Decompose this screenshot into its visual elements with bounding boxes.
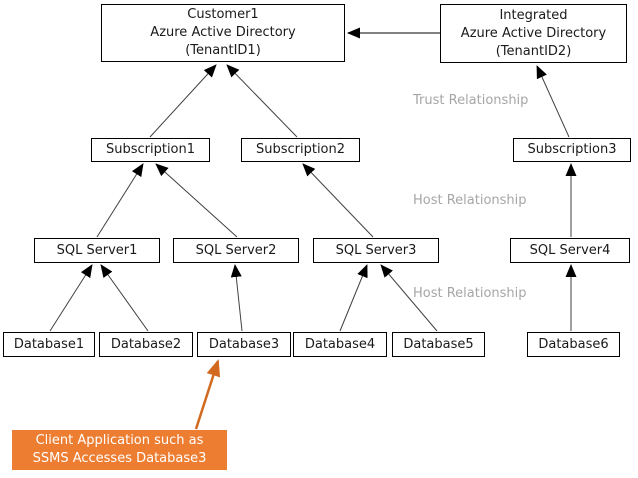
node-label-line: Integrated [499, 7, 568, 23]
node-database4: Database4 [293, 332, 387, 357]
callout-client-application: Client Application such as SSMS Accesses… [12, 430, 227, 470]
connector-database5-to-sqlserver3 [380, 264, 438, 332]
node-customer1-azure-active-directory: Customer1 Azure Active Directory (Tenant… [101, 4, 345, 62]
node-label: Database5 [403, 336, 474, 352]
node-database2: Database2 [99, 332, 193, 357]
connector-sqlserver1-to-subscription1 [96, 163, 144, 238]
node-label-line: Azure Active Directory [150, 25, 296, 40]
connector-subscription1-to-aad1 [149, 64, 217, 138]
connector-subscription2-to-aad1 [226, 64, 298, 138]
node-label: SQL Server3 [335, 242, 417, 258]
node-subscription1: Subscription1 [91, 138, 210, 162]
node-label: SQL Server2 [195, 242, 277, 258]
node-sql-server2: SQL Server2 [173, 238, 299, 263]
node-label-line: (TenantID2) [495, 43, 572, 59]
node-database5: Database5 [392, 332, 485, 357]
node-label: Subscription2 [255, 142, 346, 157]
callout-line: SSMS Accesses Database3 [32, 451, 207, 466]
node-integrated-azure-active-directory: Integrated Azure Active Directory (Tenan… [440, 4, 627, 63]
node-sql-server4: SQL Server4 [510, 238, 630, 263]
connector-sqlserver3-to-subscription2 [302, 163, 374, 238]
node-label-line: Azure Active Directory [460, 25, 607, 41]
connector-database1-to-sqlserver1 [49, 264, 93, 332]
connector-database3-to-sqlserver2 [230, 264, 243, 332]
node-sql-server3: SQL Server3 [313, 238, 439, 263]
node-label: Subscription3 [527, 142, 617, 157]
edge-label-trust-relationship: Trust Relationship [413, 93, 529, 108]
node-sql-server1: SQL Server1 [34, 238, 160, 263]
node-label-line: Customer1 [187, 7, 259, 22]
node-label: Database1 [13, 336, 85, 352]
node-database6: Database6 [527, 332, 620, 357]
connector-sqlserver2-to-subscription1 [155, 163, 238, 238]
node-label: Subscription1 [105, 142, 196, 157]
node-label: SQL Server4 [529, 242, 611, 258]
edge-label-host-relationship-upper: Host Relationship [413, 193, 527, 208]
node-database3: Database3 [197, 332, 291, 357]
connector-database4-to-sqlserver3 [339, 264, 368, 332]
connector-database2-to-sqlserver1 [100, 264, 149, 332]
node-label: SQL Server1 [56, 242, 138, 258]
node-label-line: (TenantID1) [185, 43, 261, 58]
node-label: Database3 [208, 336, 280, 352]
edge-label-host-relationship-lower: Host Relationship [413, 286, 527, 301]
connector-subscription3-to-aad2 [536, 65, 570, 138]
node-subscription3: Subscription3 [513, 138, 631, 162]
node-label: Database2 [110, 336, 182, 352]
node-label: Database6 [538, 336, 609, 352]
connector-callout-to-database3 [194, 359, 221, 430]
node-database1: Database1 [3, 332, 95, 357]
node-label: Database4 [304, 336, 376, 352]
callout-line: Client Application such as [35, 433, 204, 448]
node-subscription2: Subscription2 [241, 138, 360, 162]
